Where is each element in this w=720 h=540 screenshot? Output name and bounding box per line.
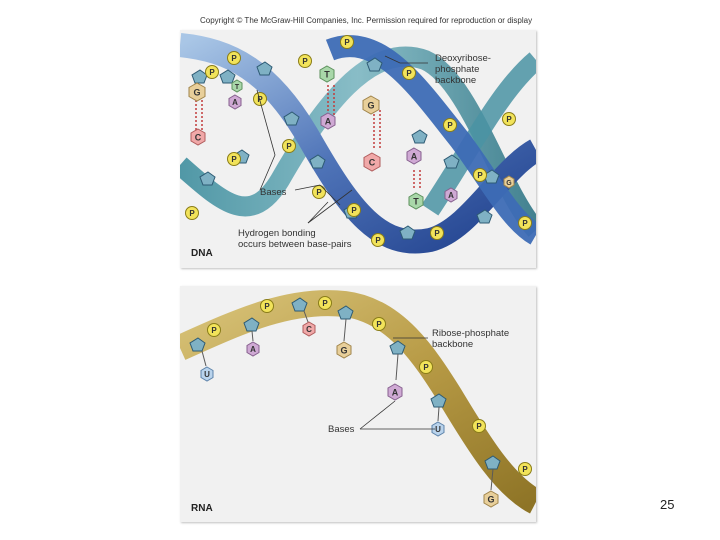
svg-text:P: P — [406, 69, 412, 78]
rna-base: C — [302, 321, 316, 337]
svg-text:P: P — [476, 422, 482, 431]
dna-bases: G C A T T A G C A T A G — [188, 65, 515, 210]
svg-text:U: U — [204, 370, 210, 379]
rna-bases-callout: Bases — [328, 424, 355, 435]
svg-text:G: G — [340, 346, 347, 356]
svg-text:P: P — [522, 219, 528, 228]
dna-base: A — [320, 112, 336, 130]
dna-base: C — [363, 152, 381, 172]
svg-text:P: P — [286, 142, 292, 151]
dna-strand-front — [180, 33, 536, 254]
svg-text:P: P — [189, 209, 195, 218]
copyright-notice: Copyright © The McGraw-Hill Companies, I… — [200, 16, 533, 25]
dna-panel-label: DNA — [191, 248, 213, 259]
dna-strand-back-right — [421, 52, 536, 216]
rna-base-connectors — [201, 310, 494, 491]
rna-base: U — [431, 421, 445, 437]
dna-diagram: P P P P P P P P P P P P P P P P P G C A … — [180, 33, 536, 254]
svg-text:P: P — [351, 206, 357, 215]
svg-text:C: C — [195, 133, 202, 143]
dna-backbone-label-line: Deoxyribose- — [435, 53, 491, 64]
svg-text:P: P — [522, 465, 528, 474]
dna-bases-callout: Bases — [260, 187, 287, 198]
svg-text:P: P — [506, 115, 512, 124]
dna-base: G — [503, 175, 515, 189]
rna-phosphate-groups: P P P P P P P — [207, 296, 532, 476]
dna-backbone-label-line: backbone — [435, 75, 477, 86]
svg-text:P: P — [211, 326, 217, 335]
svg-text:A: A — [232, 98, 238, 107]
svg-text:P: P — [231, 155, 237, 164]
rna-base: G — [336, 341, 352, 359]
svg-text:P: P — [376, 320, 382, 329]
svg-text:P: P — [447, 121, 453, 130]
svg-text:P: P — [231, 54, 237, 63]
svg-text:A: A — [448, 191, 454, 200]
svg-text:P: P — [322, 299, 328, 308]
dna-base: T — [408, 192, 424, 210]
dna-base: A — [228, 94, 242, 110]
svg-text:P: P — [302, 57, 308, 66]
rna-backbone-label-line: backbone — [432, 339, 474, 350]
rna-panel: P P P P P P P U A C G A U G — [180, 286, 536, 522]
dna-hydrogen-label-line: Hydrogen bonding — [238, 228, 316, 239]
svg-text:C: C — [306, 325, 312, 334]
svg-text:P: P — [434, 229, 440, 238]
svg-text:T: T — [235, 84, 240, 91]
svg-text:P: P — [423, 363, 429, 372]
dna-hydrogen-label-line: occurs between base-pairs — [238, 239, 352, 250]
svg-text:A: A — [392, 388, 399, 398]
svg-text:P: P — [375, 236, 381, 245]
page-number: 25 — [660, 497, 675, 512]
svg-text:G: G — [367, 101, 374, 111]
rna-sugar-units — [189, 297, 501, 470]
sugar-units — [191, 57, 500, 240]
svg-text:P: P — [264, 302, 270, 311]
rna-panel-label: RNA — [191, 503, 213, 514]
svg-text:P: P — [209, 68, 215, 77]
dna-base: T — [319, 65, 335, 83]
dna-base: C — [190, 128, 206, 146]
dna-base: G — [188, 82, 206, 102]
phosphate-groups: P P P P P P P P P P P P P P P P P — [185, 35, 532, 247]
svg-text:T: T — [413, 197, 419, 207]
svg-text:P: P — [316, 188, 322, 197]
svg-text:A: A — [250, 345, 256, 354]
svg-text:P: P — [344, 38, 350, 47]
dna-backbone-callout: Deoxyribose- phosphate backbone — [435, 53, 491, 86]
rna-base: U — [200, 366, 214, 382]
dna-base: G — [362, 95, 380, 115]
dna-base: T — [231, 79, 243, 93]
rna-base: A — [246, 341, 260, 357]
dna-hydrogen-callout: Hydrogen bonding occurs between base-pai… — [238, 228, 352, 250]
rna-callout-lines — [359, 337, 435, 430]
rna-base: G — [483, 490, 499, 508]
dna-backbone-label-line: phosphate — [435, 64, 480, 75]
rna-base: A — [387, 383, 403, 401]
svg-text:G: G — [193, 88, 200, 98]
svg-text:P: P — [477, 171, 483, 180]
rna-bases: U A C G A U G — [200, 321, 499, 508]
rna-backbone-callout: Ribose-phosphate backbone — [432, 328, 509, 350]
svg-text:U: U — [435, 425, 441, 434]
svg-text:T: T — [324, 70, 330, 80]
rna-backbone-label-line: Ribose-phosphate — [432, 328, 510, 339]
dna-strand-front-upper — [325, 35, 536, 245]
svg-text:A: A — [411, 152, 418, 162]
svg-text:A: A — [325, 117, 332, 127]
dna-base: A — [444, 187, 458, 203]
svg-text:G: G — [487, 495, 494, 505]
svg-text:P: P — [257, 95, 263, 104]
dna-callout-lines — [256, 55, 428, 224]
svg-text:G: G — [506, 180, 512, 187]
dna-panel: P P P P P P P P P P P P P P P P P G C A … — [180, 30, 536, 268]
rna-diagram: P P P P P P P U A C G A U G — [180, 290, 536, 514]
rna-strand — [180, 290, 536, 514]
svg-text:C: C — [369, 158, 376, 168]
dna-base: A — [406, 147, 422, 165]
